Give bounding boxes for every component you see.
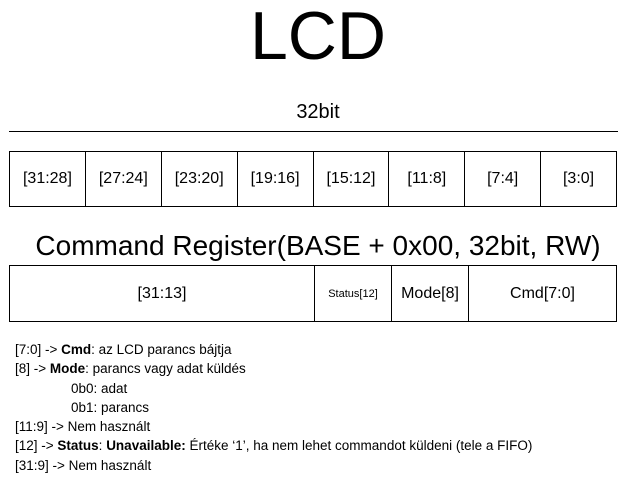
bit-range-cell: [3:0] bbox=[562, 170, 595, 187]
register-field-row: [31:13] Status[12] Mode[8] Cmd[7:0] bbox=[9, 265, 617, 322]
note-mode: [8] -> Mode: parancs vagy adat küldés bbox=[15, 361, 246, 377]
note-unused-11-9: [11:9] -> Nem használt bbox=[15, 419, 151, 435]
field-cmd: Cmd[7:0] bbox=[510, 284, 575, 302]
bit-range-cell: [11:8] bbox=[389, 152, 466, 206]
field-descriptions: [7:0] -> Cmd: az LCD parancs bájtja [8] … bbox=[15, 340, 625, 475]
page-title: LCD bbox=[249, 0, 387, 74]
divider-line bbox=[9, 131, 618, 132]
field-reserved: [31:13] bbox=[10, 266, 315, 321]
bit-range-cell: [23:20] bbox=[162, 152, 238, 206]
note-mode-option-0: 0b0: adat bbox=[71, 380, 128, 396]
note-unused-31-9: [31:9] -> Nem használt bbox=[15, 457, 152, 473]
bit-range-row: [31:28] [27:24] [23:20] [19:16] [15:12] … bbox=[9, 151, 617, 207]
register-width-label: 32bit bbox=[296, 101, 340, 123]
bit-range-cell: [7:4] bbox=[465, 152, 542, 206]
bit-range-cell: [15:12] bbox=[314, 152, 390, 206]
note-status: [12] -> Status: Unavailable: Értéke ‘1’,… bbox=[15, 438, 533, 454]
field-mode: Mode[8] bbox=[392, 266, 469, 321]
note-mode-option-1: 0b1: parancs bbox=[71, 399, 150, 415]
bit-range-cell: [31:28] bbox=[10, 152, 86, 206]
register-title: Command Register(BASE + 0x00, 32bit, RW) bbox=[35, 230, 601, 261]
bit-range-cell: [19:16] bbox=[238, 152, 314, 206]
field-status: Status[12] bbox=[315, 266, 392, 321]
bit-range-cell: [27:24] bbox=[86, 152, 162, 206]
note-cmd: [7:0] -> Cmd: az LCD parancs bájtja bbox=[15, 342, 232, 357]
